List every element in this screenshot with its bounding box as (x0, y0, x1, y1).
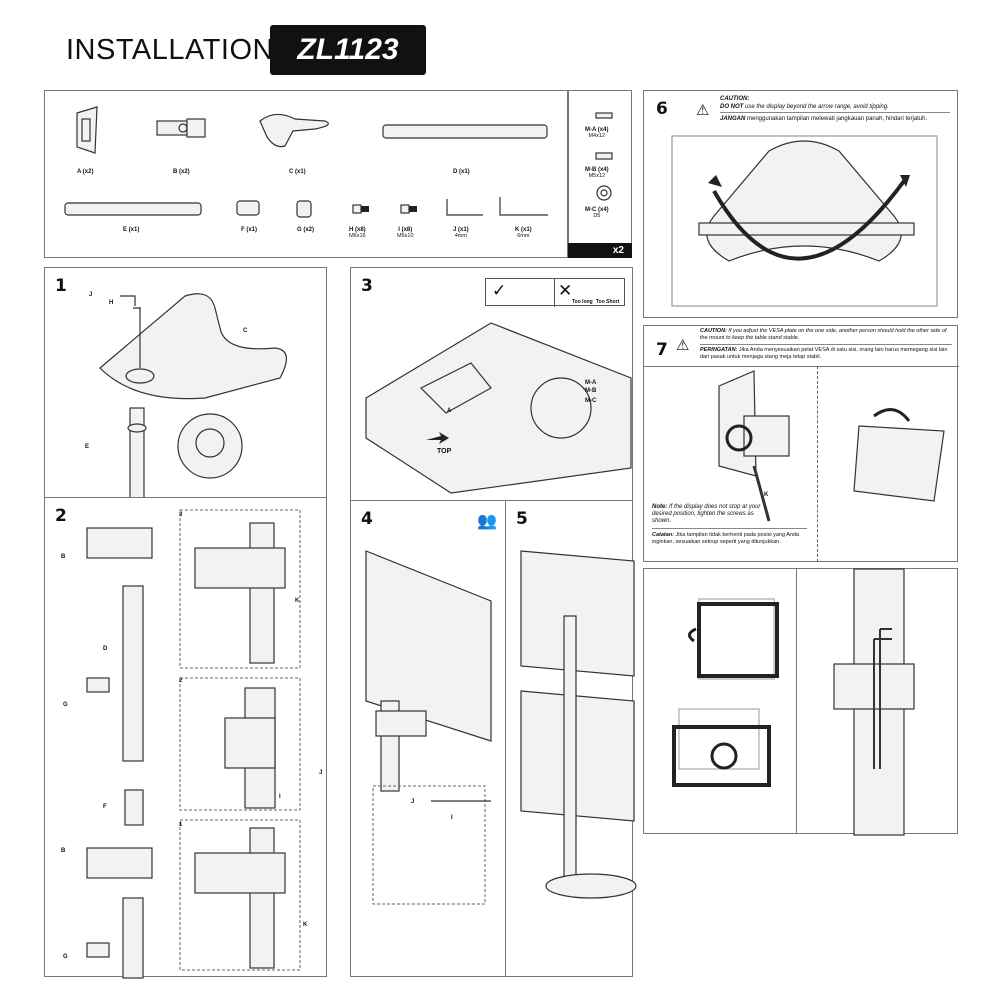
hardware-ma-label: M-A (x4)M4x12 (585, 127, 609, 139)
label-k: K (764, 492, 769, 498)
step-7-panel: 7 ⚠ CAUTION: If you adjust the VESA plat… (643, 325, 959, 562)
rotation-tilt-panel (643, 568, 958, 836)
label-ma: M-A (585, 380, 597, 386)
label-mc: M-C (585, 398, 597, 404)
substep-3: 3 (179, 512, 183, 518)
vesa-adjust-illustration (718, 370, 945, 522)
dual-monitor-illustration (520, 550, 637, 899)
warning-icon: ⚠ (696, 102, 710, 119)
step-number: 5 (516, 509, 528, 529)
pole-assembly-illustration (86, 509, 301, 979)
label-g: G (63, 954, 68, 960)
step-2-panel: 2 B D G F B G K J I K 3 2 1 (44, 497, 327, 979)
catatan-text: Catatan: Jika tampilan tidak berhenti pa… (652, 528, 807, 546)
label-i: I (279, 794, 281, 800)
rotation-range-illustration (671, 135, 938, 307)
part-c-label: C (x1) (289, 169, 306, 175)
step-5-panel: 5 (505, 500, 637, 977)
label-b: B (61, 554, 66, 560)
parts-list: A (x2) B (x2) C (x1) D (x1) E (x1) F (x1… (44, 90, 632, 258)
step-number: 1 (55, 276, 67, 296)
warning-icon: ⚠ (676, 337, 690, 354)
label-e: E (85, 444, 90, 450)
label-j: J (89, 292, 93, 298)
substep-2: 2 (179, 678, 183, 684)
caution-text: CAUTION: DO NOT use the display beyond t… (720, 95, 950, 123)
base-assembly-illustration (99, 293, 287, 499)
part-g-label: G (x2) (297, 227, 315, 233)
part-k-label: K (x1)6mm (515, 227, 532, 239)
step-number: 7 (656, 340, 668, 360)
label-j: J (319, 770, 323, 776)
quantity-multiplier: x2 (568, 243, 632, 258)
cross-icon: ✕ (558, 281, 573, 300)
caution-text: CAUTION: If you adjust the VESA plate on… (700, 328, 952, 361)
hardware-mb-label: M-B (x4)M5x12 (585, 167, 609, 179)
part-i-label: I (x8)M6x10 (397, 227, 414, 239)
too-short-label: Too Short (596, 299, 620, 305)
model-badge: ZL1123 (270, 25, 426, 75)
part-j-label: J (x1)4mm (453, 227, 469, 239)
substep-1: 1 (179, 822, 183, 828)
part-a-label: A (x2) (77, 169, 94, 175)
page-title: INSTALLATION (66, 34, 274, 66)
note-text: Note: If the display does not stop at yo… (652, 504, 761, 524)
label-g: G (63, 702, 68, 708)
label-b: B (61, 848, 66, 854)
monitor-mount-illustration (365, 550, 492, 905)
step-number: 4 (361, 509, 373, 529)
step-6-panel: 6 ⚠ CAUTION: DO NOT use the display beyo… (643, 90, 958, 318)
vesa-plate-illustration (365, 322, 632, 494)
screw-length-guide: ✓ ✕ Too long Too Short (485, 278, 625, 307)
label-d: D (103, 646, 108, 652)
rotation-tilt-illustration (672, 568, 915, 836)
label-i: I (451, 815, 453, 821)
label-k: K (303, 922, 308, 928)
part-b-label: B (x2) (173, 169, 190, 175)
two-people-icon: 👥 (477, 513, 497, 530)
too-long-label: Too long (572, 299, 593, 305)
top-label: TOP (437, 448, 452, 455)
hardware-mc-label: M-C (x4)D5 (585, 207, 609, 219)
check-icon: ✓ (492, 281, 507, 300)
step-1-panel: 1 J H C E (44, 267, 327, 499)
step-number: 3 (361, 276, 373, 296)
label-f: F (103, 804, 107, 810)
part-h-label: H (x8)M6x16 (349, 227, 366, 239)
step-3-panel: 3 ✓ ✕ Too long Too Short A M-A M-B M-C T… (350, 267, 633, 501)
label-c: C (243, 328, 248, 334)
label-j: J (411, 799, 415, 805)
label-h: H (109, 300, 114, 306)
part-e-label: E (x1) (123, 227, 140, 233)
step-number: 6 (656, 99, 668, 119)
label-k: K (295, 598, 300, 604)
label-mb: M-B (585, 388, 597, 394)
step-number: 2 (55, 506, 67, 526)
parts-illustrations (64, 106, 613, 218)
step-4-panel: 4 👥 J I (350, 500, 506, 977)
part-f-label: F (x1) (241, 227, 258, 233)
part-d-label: D (x1) (453, 169, 470, 175)
label-a: A (447, 408, 452, 414)
